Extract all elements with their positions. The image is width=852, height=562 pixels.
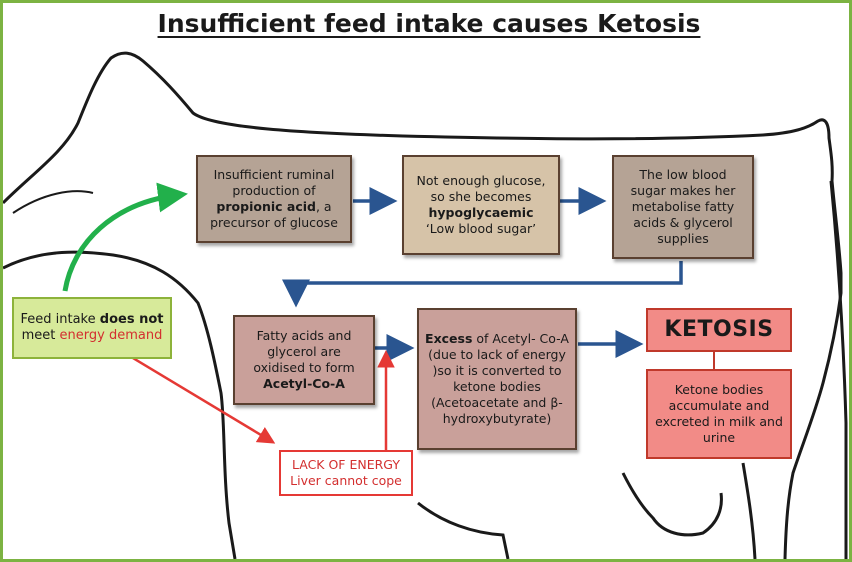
feed-red: energy demand <box>59 328 163 343</box>
propionic-line1: Insufficient ruminal production of <box>213 167 335 198</box>
cow-belly <box>417 501 510 559</box>
fatty-bold: Acetyl-Co-A <box>263 376 345 391</box>
propionic-line2: , a precursor of glucose <box>210 199 338 230</box>
box-fatty-acids: Fatty acids and glycerol are oxidised to… <box>233 315 375 405</box>
page-title: Insufficient feed intake causes Ketosis <box>157 9 701 38</box>
box-not-enough-glucose: Not enough glucose, so she becomes hypog… <box>402 155 560 255</box>
cow-tail <box>829 180 848 559</box>
flow-arrows <box>62 182 715 451</box>
glucose-line2: ‘Low blood sugar’ <box>425 221 537 236</box>
lack-line1: LACK OF ENERGY <box>291 457 400 472</box>
cow-silhouette <box>3 51 848 559</box>
propionic-bold: propionic acid <box>216 199 316 214</box>
feed-line2: meet <box>21 328 60 343</box>
box-ketosis: KETOSIS <box>646 308 792 352</box>
box-lack-of-energy: LACK OF ENERGY Liver cannot cope <box>279 450 413 496</box>
cow-outline <box>3 51 843 559</box>
glucose-line1: Not enough glucose, so she becomes <box>416 173 546 204</box>
feed-bold: does not <box>99 312 164 327</box>
excess-bold: Excess <box>425 331 473 346</box>
box-excess-acetyl-coa: Excess of Acetyl- Co-A (due to lack of e… <box>417 308 577 450</box>
box-low-blood-sugar: The low blood sugar makes her metabolise… <box>612 155 754 259</box>
feed-line1: Feed intake <box>20 312 100 327</box>
red-arrow-feed-to-lack <box>112 344 276 444</box>
box-propionic-acid: Insufficient ruminal production of propi… <box>196 155 352 243</box>
green-arrow <box>62 182 188 292</box>
ketone-text: Ketone bodies accumulate and excreted in… <box>655 382 783 445</box>
ketosis-label: KETOSIS <box>664 317 774 342</box>
cow-udder <box>621 472 723 537</box>
excess-line1: of Acetyl- Co-A (due to lack of energy )… <box>428 331 569 426</box>
lack-line2: Liver cannot cope <box>290 473 402 488</box>
box-ketone-bodies: Ketone bodies accumulate and excreted in… <box>646 369 792 459</box>
cow-hind-leg <box>741 462 757 559</box>
glucose-bold: hypoglycaemic <box>428 205 534 220</box>
cow-neck-lower <box>3 250 237 559</box>
fatty-line1: Fatty acids and glycerol are oxidised to… <box>253 328 355 375</box>
arrow-lowsugar-to-fatty <box>282 261 683 308</box>
cow-ear <box>12 190 94 214</box>
box-feed-intake: Feed intake does not meet energy demand <box>12 297 172 359</box>
low-sugar-text: The low blood sugar makes her metabolise… <box>630 167 736 246</box>
